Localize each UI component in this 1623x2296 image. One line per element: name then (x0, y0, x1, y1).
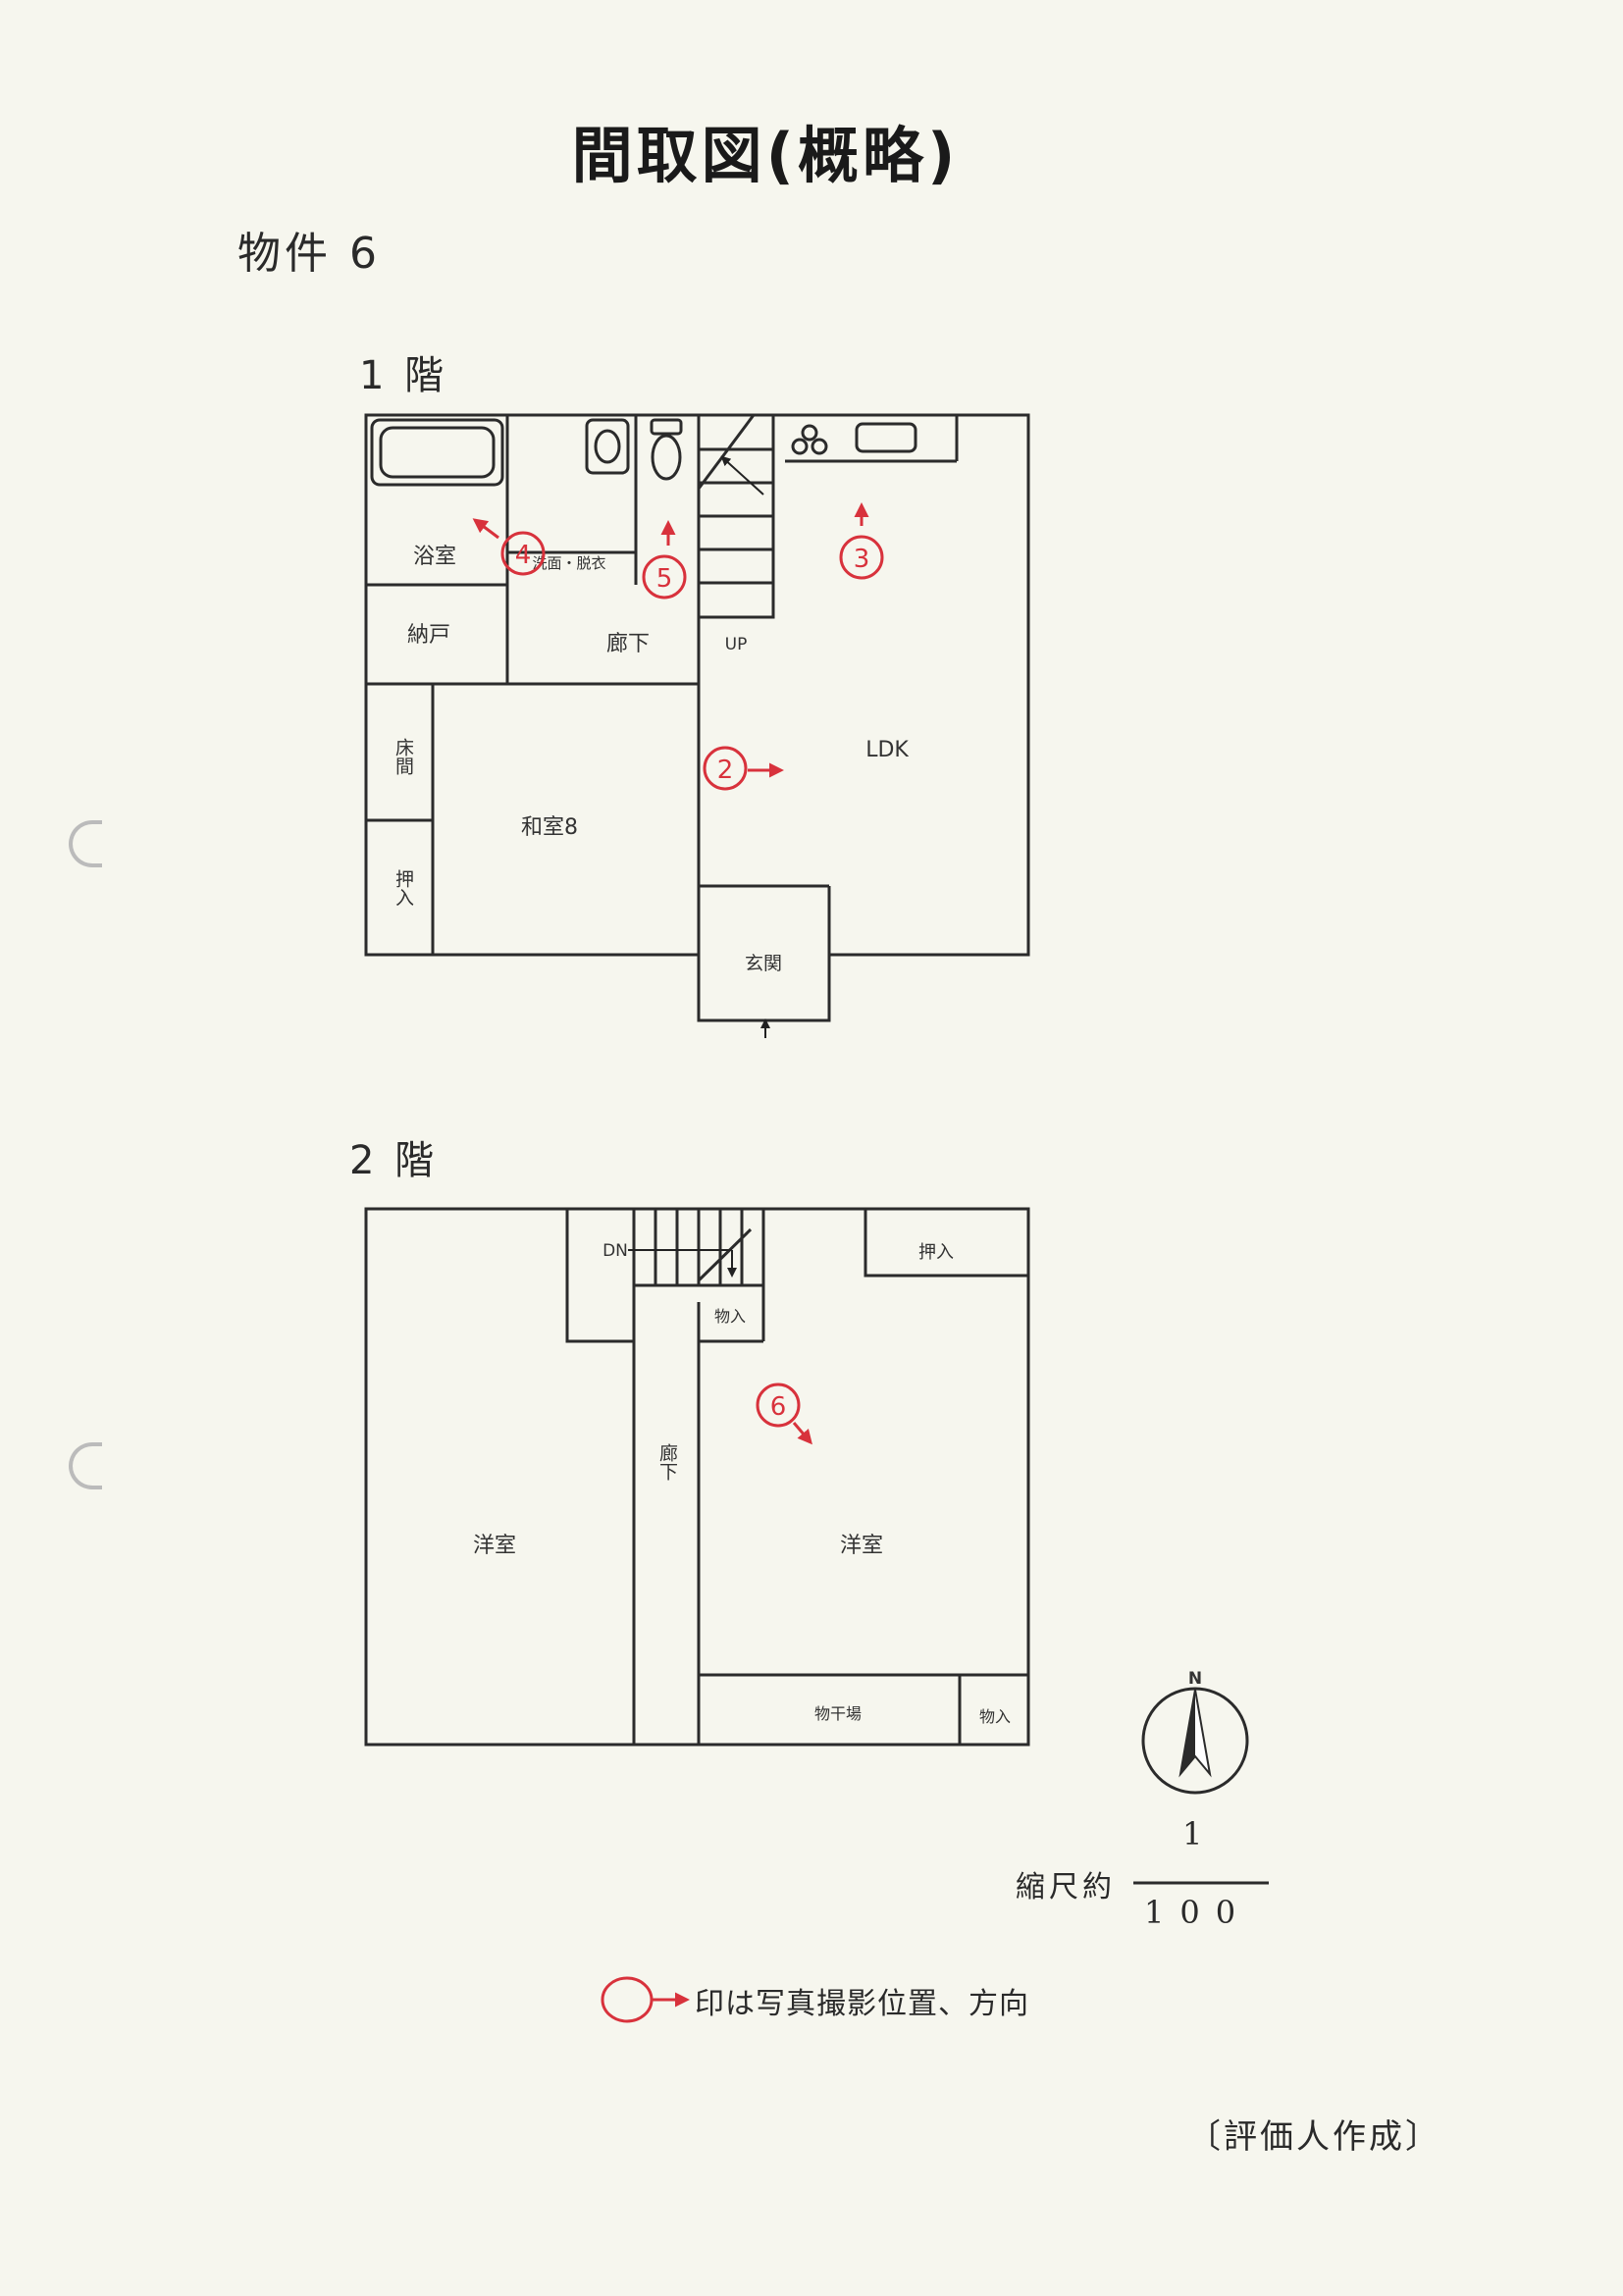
svg-text:N: N (1188, 1669, 1202, 1689)
f1-tokonoma-label: 床間 (393, 738, 414, 775)
svg-text:3: 3 (854, 545, 870, 574)
punch-hole-mark (69, 1442, 102, 1489)
f1-oshiire-label: 押入 (393, 869, 414, 907)
legend-text: 印は写真撮影位置、方向 (695, 1987, 1029, 2021)
svg-text:4: 4 (515, 541, 532, 570)
svg-text:6: 6 (770, 1392, 787, 1422)
svg-text:5: 5 (656, 564, 673, 594)
f2-hallway-label: 廊下 (656, 1443, 678, 1481)
f1-hallway-label: 廊下 (606, 632, 650, 656)
floor2-label: 2 階 (349, 1138, 439, 1183)
f2-closet-stair-label: 物入 (714, 1307, 746, 1326)
scale-numerator: 1 (1182, 1815, 1219, 1852)
photo-marker-4: 4 (472, 518, 546, 576)
f1-genkan-label: 玄関 (745, 953, 782, 974)
f2-drying-label: 物干場 (814, 1704, 862, 1723)
legend-marker-icon (601, 1976, 690, 2023)
f2-western-right-label: 洋室 (840, 1534, 883, 1558)
f1-ldk-label: LDK (865, 738, 909, 762)
compass-icon: N (1141, 1669, 1249, 1795)
f2-dn-label: DN (602, 1241, 628, 1261)
property-label: 物件 6 (237, 229, 381, 279)
punch-hole-mark (69, 820, 102, 867)
f1-up-label: UP (725, 635, 748, 654)
page-title: 間取図(概略) (571, 120, 960, 191)
scale-label: 縮尺約 (1016, 1870, 1116, 1905)
scale-denominator: 100 (1144, 1894, 1252, 1931)
f2-western-left-label: 洋室 (473, 1534, 516, 1558)
floor1-label: 1 階 (359, 353, 448, 398)
f2-closet-small-label: 物入 (979, 1707, 1011, 1726)
f1-washitsu-label: 和室8 (521, 815, 578, 840)
floor2-walls (364, 1207, 1030, 1747)
f1-storage-label: 納戸 (407, 623, 450, 648)
author-note: 〔評価人作成〕 (1187, 2117, 1441, 2157)
photo-marker-5: 5 (642, 520, 687, 600)
floor1-walls (364, 413, 1030, 1022)
svg-text:2: 2 (717, 756, 734, 785)
photo-marker-2: 2 (703, 746, 784, 791)
photo-marker-3: 3 (839, 502, 884, 580)
f2-oshiire-label: 押入 (918, 1242, 954, 1263)
photo-marker-6: 6 (756, 1383, 812, 1445)
f1-bath-label: 浴室 (413, 545, 456, 569)
f1-washroom-label: 洗面・脱衣 (532, 554, 605, 572)
